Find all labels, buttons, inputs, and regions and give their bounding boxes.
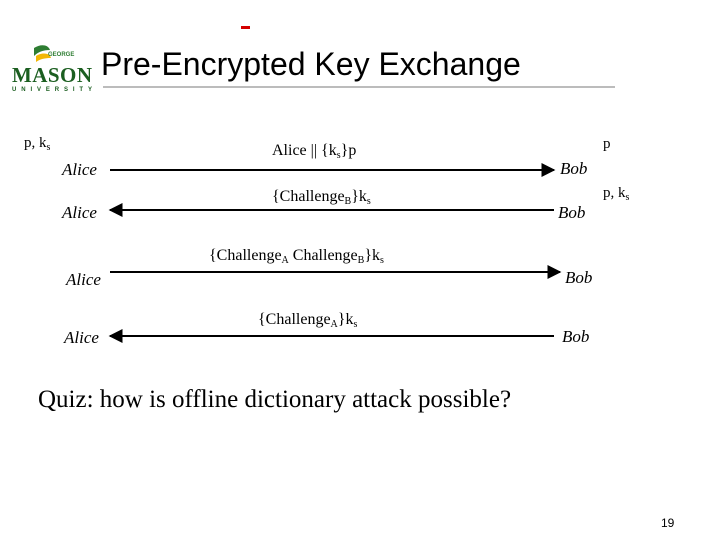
quiz-question: Quiz: how is offline dictionary attack p… — [38, 386, 512, 413]
logo-text-main: MASON — [12, 63, 92, 87]
george-mason-logo: GEORGE MASON UNIVERSITY — [12, 45, 92, 93]
logo-text-top: GEORGE — [48, 52, 74, 58]
title-underline — [103, 86, 615, 88]
bob-label-4: Bob — [562, 327, 590, 346]
page-title: Pre-Encrypted Key Exchange — [101, 46, 521, 82]
alice-label-4: Alice — [64, 328, 99, 347]
bob-label-3: Bob — [565, 268, 593, 287]
alice-knowledge: p, ks — [24, 135, 51, 153]
message-label-3: {ChallengeA ChallengeB}ks — [209, 247, 384, 266]
message-label-2: {ChallengeB}ks — [272, 188, 371, 207]
bob-label-2: Bob — [558, 203, 586, 222]
logo-text-bottom: UNIVERSITY — [12, 87, 92, 93]
title-accent-dash — [241, 26, 250, 29]
message-label-4: {ChallengeA}ks — [258, 311, 358, 330]
page-number: 19 — [661, 516, 675, 530]
alice-label-1: Alice — [62, 160, 97, 179]
bob-label-1: Bob — [560, 159, 588, 178]
message-label-1: Alice || {ks}p — [272, 142, 357, 161]
alice-label-2: Alice — [62, 203, 97, 222]
bob-knowledge-after: p, ks — [603, 185, 630, 203]
alice-label-3: Alice — [66, 270, 101, 289]
bob-knowledge-initial: p — [603, 136, 611, 152]
